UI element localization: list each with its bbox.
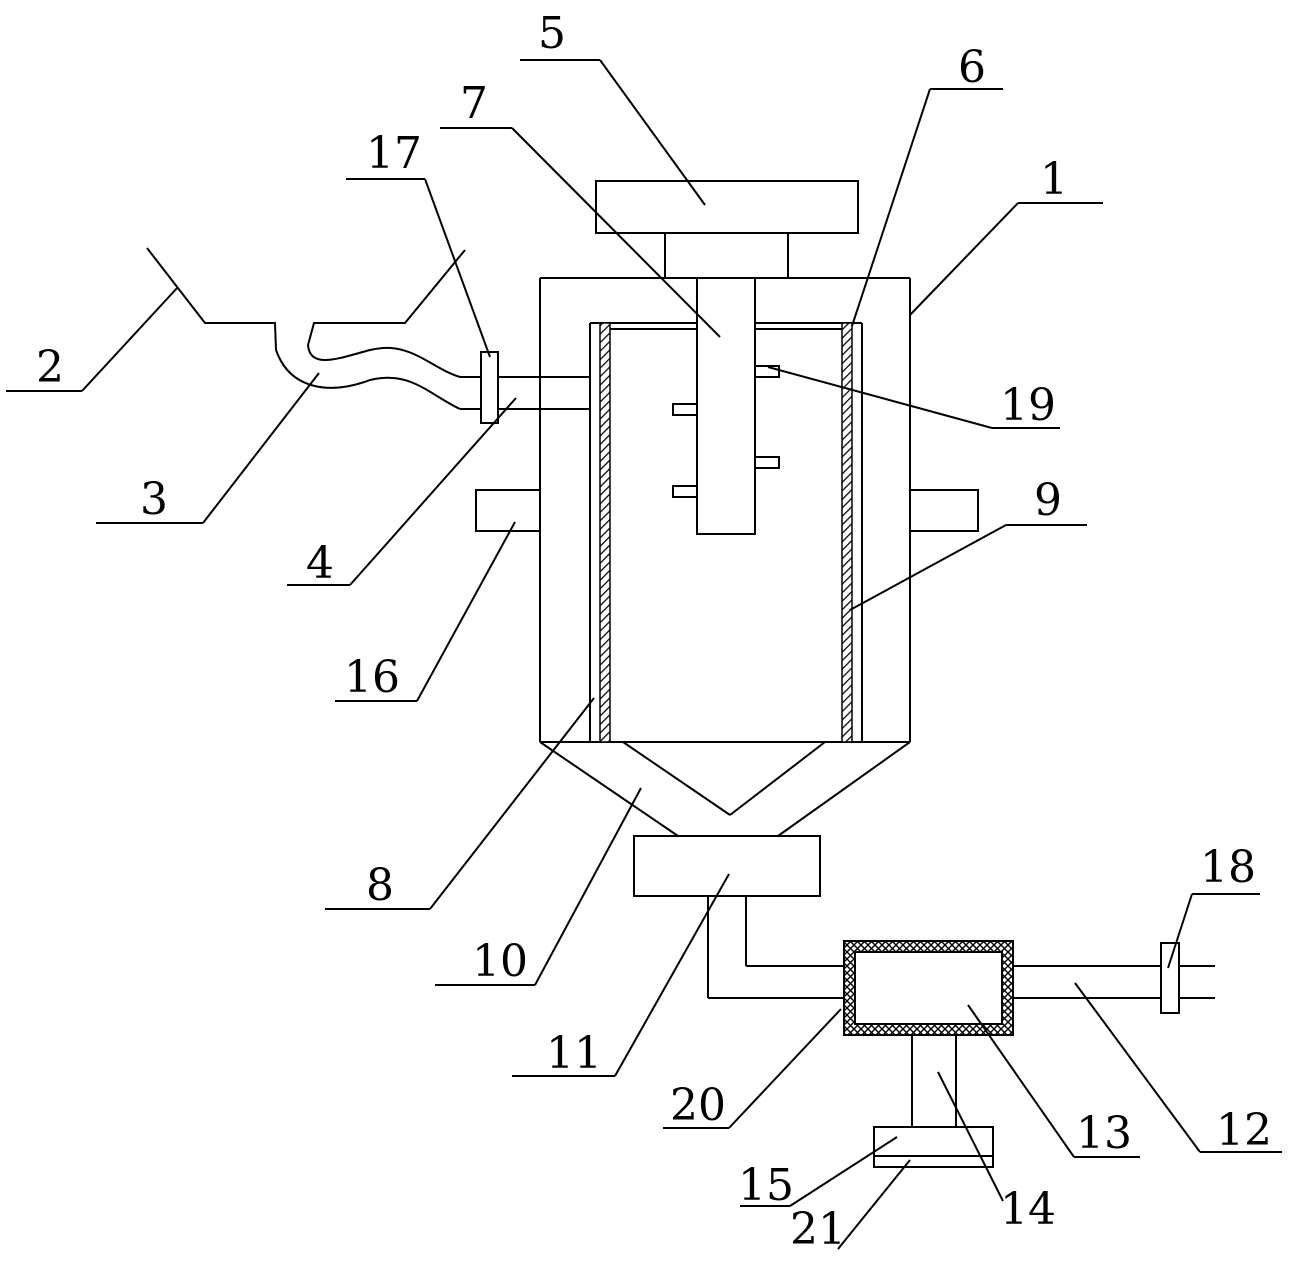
label-18: 18 bbox=[1200, 842, 1256, 893]
label-10: 10 bbox=[472, 936, 528, 987]
label-8: 8 bbox=[366, 860, 394, 911]
bottom-outlet bbox=[873, 1035, 994, 1168]
label-20: 20 bbox=[670, 1080, 726, 1131]
side-lug-left bbox=[475, 489, 541, 532]
label-6: 6 bbox=[958, 42, 986, 93]
label-3: 3 bbox=[140, 474, 168, 525]
hatched-wall-right bbox=[841, 322, 853, 743]
motor bbox=[595, 180, 859, 278]
discharge-pipe bbox=[1013, 942, 1215, 1014]
label-1: 1 bbox=[1040, 154, 1068, 205]
collecting-box bbox=[633, 835, 821, 897]
conical-bottom bbox=[539, 741, 911, 837]
label-15: 15 bbox=[738, 1160, 794, 1211]
discharge-valve bbox=[1160, 942, 1180, 1014]
stirring-shaft bbox=[672, 277, 780, 535]
inlet-assembly bbox=[146, 247, 590, 424]
paddle bbox=[672, 403, 698, 416]
paddle bbox=[672, 485, 698, 498]
label-16: 16 bbox=[344, 652, 400, 703]
inner-drum bbox=[589, 322, 863, 743]
paddle bbox=[754, 365, 780, 378]
side-lug-right bbox=[909, 489, 979, 532]
hatched-wall-left bbox=[599, 322, 611, 743]
leader-lines bbox=[6, 59, 1282, 1250]
label-14: 14 bbox=[1000, 1184, 1056, 1235]
label-9: 9 bbox=[1034, 475, 1062, 526]
outlet-pipe bbox=[707, 896, 844, 999]
filter-box bbox=[843, 940, 1014, 1036]
paddle bbox=[754, 456, 780, 469]
label-19: 19 bbox=[1000, 380, 1056, 431]
label-5: 5 bbox=[538, 8, 566, 59]
inlet-valve bbox=[480, 351, 499, 424]
label-17: 17 bbox=[366, 128, 422, 179]
base-block bbox=[873, 1126, 994, 1168]
label-21: 21 bbox=[790, 1204, 846, 1255]
label-12: 12 bbox=[1216, 1105, 1272, 1156]
reference-labels: 5 6 7 17 1 2 19 3 9 4 16 18 8 10 11 20 1… bbox=[36, 8, 1272, 1255]
label-4: 4 bbox=[306, 538, 334, 589]
label-7: 7 bbox=[460, 78, 488, 129]
label-11: 11 bbox=[546, 1028, 602, 1079]
label-13: 13 bbox=[1076, 1108, 1132, 1159]
label-2: 2 bbox=[36, 342, 64, 393]
